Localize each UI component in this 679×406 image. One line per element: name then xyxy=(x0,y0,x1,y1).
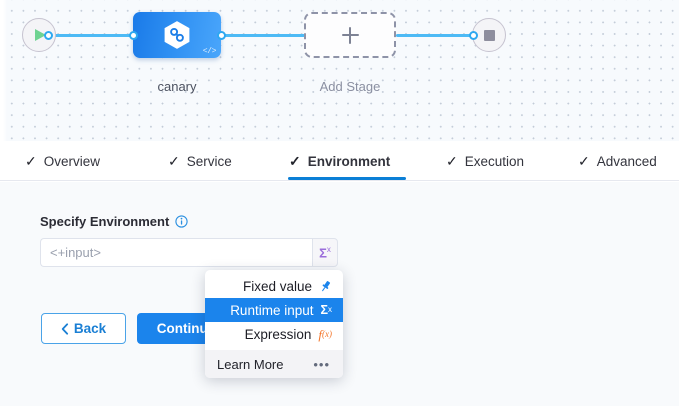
back-button[interactable]: Back xyxy=(41,313,126,344)
check-icon: ✓ xyxy=(578,153,590,169)
port-stop-input[interactable] xyxy=(469,31,478,40)
canvas-left-fade xyxy=(0,0,7,141)
specify-environment-text: Specify Environment xyxy=(40,214,170,229)
add-stage-node[interactable] xyxy=(304,12,396,58)
dropdown-item-fixed-value-label: Fixed value xyxy=(242,278,312,294)
function-fx-icon: f(x) xyxy=(318,326,332,342)
sigma-x-icon: Σx xyxy=(319,244,331,261)
tab-overview[interactable]: ✓ Overview xyxy=(25,141,100,181)
wire-stage-to-addstage xyxy=(223,34,305,37)
dropdown-item-fixed-value[interactable]: Fixed value xyxy=(205,274,343,298)
more-dots-icon[interactable]: ••• xyxy=(313,356,330,372)
specify-environment-input[interactable]: <+input> xyxy=(40,238,312,267)
stage-config-tabbar: ✓ Overview ✓ Service ✓ Environment ✓ Exe… xyxy=(0,141,679,181)
stop-icon xyxy=(483,29,495,41)
tab-overview-label: Overview xyxy=(43,153,100,169)
dropdown-item-expression-label: Expression xyxy=(244,326,312,342)
port-start-output[interactable] xyxy=(44,31,53,40)
dropdown-item-runtime-input-label: Runtime input xyxy=(230,302,314,318)
check-icon: ✓ xyxy=(25,153,37,169)
dropdown-item-expression[interactable]: Expression f(x) xyxy=(205,322,343,346)
stage-node-canary[interactable]: </> xyxy=(133,12,221,58)
active-tab-underline xyxy=(288,177,406,180)
tab-environment[interactable]: ✓ Environment xyxy=(289,141,390,181)
dropdown-learn-more-label: Learn More xyxy=(217,356,284,372)
tab-advanced-label: Advanced xyxy=(596,153,657,169)
wire-addstage-to-stop xyxy=(396,34,473,37)
wire-start-to-stage xyxy=(46,34,135,37)
specify-environment-input-row: <+input> Σx xyxy=(40,238,338,267)
pipeline-stop-node[interactable] xyxy=(472,18,506,52)
tab-service-label: Service xyxy=(186,153,232,169)
plus-icon xyxy=(341,26,359,44)
tab-execution[interactable]: ✓ Execution xyxy=(446,141,524,181)
back-button-label: Back xyxy=(73,321,107,336)
add-stage-label: Add Stage xyxy=(319,79,381,94)
harness-hexagon-icon xyxy=(164,21,190,50)
code-glyph-icon: </> xyxy=(202,47,217,56)
info-icon[interactable] xyxy=(175,215,188,228)
tab-execution-label: Execution xyxy=(464,153,525,169)
port-stage-input[interactable] xyxy=(129,31,138,40)
port-stage-output[interactable] xyxy=(217,31,226,40)
check-icon: ✓ xyxy=(446,153,458,169)
runtime-input-toggle-button[interactable]: Σx xyxy=(312,238,338,267)
stage-label-canary: canary xyxy=(157,79,197,94)
dropdown-learn-more[interactable]: Learn More ••• xyxy=(205,350,343,378)
play-icon xyxy=(35,29,46,41)
check-icon: ✓ xyxy=(289,153,301,169)
check-icon: ✓ xyxy=(168,153,180,169)
chevron-left-icon xyxy=(61,322,69,335)
specify-environment-label: Specify Environment xyxy=(40,214,188,229)
tab-advanced[interactable]: ✓ Advanced xyxy=(578,141,657,181)
tab-service[interactable]: ✓ Service xyxy=(168,141,232,181)
pipeline-canvas[interactable]: </> canary Add Stage xyxy=(0,0,679,141)
pin-icon xyxy=(319,280,332,293)
continue-button-label: Continue xyxy=(156,321,216,336)
tab-environment-label: Environment xyxy=(307,153,391,169)
